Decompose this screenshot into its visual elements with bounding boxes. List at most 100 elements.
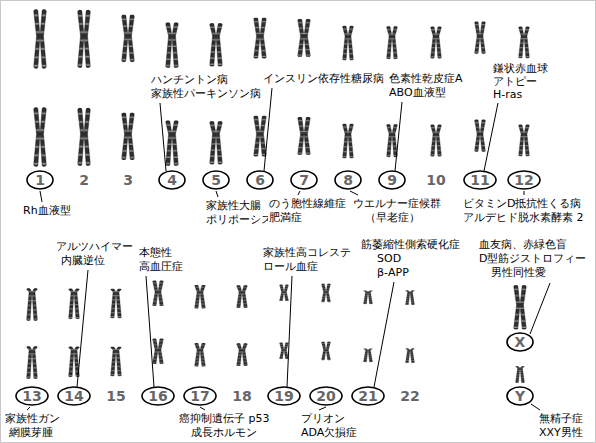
disease-label: D型筋ジストロフィー — [478, 252, 587, 266]
chromosome — [387, 26, 398, 59]
disease-label: （早老症） — [364, 211, 421, 225]
chromosome — [122, 113, 135, 160]
chromosome-number-circle: 8 — [334, 170, 362, 190]
chromosome-number: 12 — [514, 172, 533, 188]
chromosome-number: 2 — [79, 172, 89, 188]
leader-line — [216, 191, 218, 197]
circle-outline-shape — [507, 387, 533, 405]
disease-label: ビタミンD抵抗性くる病 — [462, 197, 582, 211]
chromosome-number: 17 — [190, 388, 209, 404]
circle-outline-shape — [268, 387, 300, 405]
leader-line — [531, 404, 540, 410]
leader-line — [264, 88, 272, 171]
chromosome-number-circle: 16 — [141, 386, 175, 406]
chromosome — [431, 125, 442, 157]
leader-line — [200, 407, 205, 410]
disease-label: インスリン依存性糖尿病 — [262, 72, 385, 86]
chromosome — [78, 108, 91, 166]
disease-label: 無精子症 — [538, 412, 584, 426]
disease-label: 男性同性愛 — [490, 266, 547, 280]
chromosome-row — [34, 10, 530, 69]
chromosome — [254, 18, 267, 59]
leader-line — [287, 276, 292, 387]
leader-line — [484, 103, 498, 171]
chromosome-number-circle: 21 — [351, 386, 385, 406]
chromosome — [280, 284, 289, 301]
chromosome-number: 13 — [22, 388, 41, 404]
chromosome-number-circle: 4 — [158, 170, 186, 190]
disease-label: ハンチントン病 — [150, 73, 229, 87]
circle-outline-shape — [142, 387, 174, 405]
gene-label: アルデヒド脱水素酵素 2 — [462, 211, 585, 225]
chromosome-number-circle: 11 — [463, 170, 497, 190]
leader-line — [374, 282, 394, 387]
chromosome-number: 4 — [167, 172, 177, 188]
circle-outline-shape — [27, 171, 53, 189]
chromosome-number: 15 — [106, 388, 125, 404]
leader-line — [298, 191, 300, 195]
disease-label: ADA欠損症 — [300, 426, 358, 440]
chromosome — [78, 10, 91, 68]
chromosome — [111, 347, 122, 376]
chromosome-number-circle: 7 — [290, 170, 318, 190]
chromosome-number-circle: X — [506, 332, 534, 352]
gene-label: 癌抑制遺伝子 p53 — [178, 412, 270, 426]
leader-line — [27, 407, 30, 410]
disease-label: 家族性大腸 ポリポーシス — [205, 199, 273, 227]
gene-label: H-ras — [492, 88, 523, 102]
chromosome-number: 1 — [35, 172, 45, 188]
gene-label: 成長ホルモン — [190, 426, 258, 440]
leader-line — [160, 103, 166, 171]
chromosome — [195, 343, 206, 367]
chromosome-row — [34, 108, 530, 167]
chromosome — [406, 348, 415, 363]
chromosome-number-circle: 6 — [246, 170, 274, 190]
chromosome — [195, 285, 206, 309]
gene-label: SOD — [376, 252, 402, 266]
chromosome — [166, 121, 179, 166]
chromosome — [210, 121, 223, 164]
chromosome — [34, 108, 47, 167]
circle-outline-shape — [507, 333, 533, 351]
chromosome-number-circle: 5 — [202, 170, 230, 190]
chromosome — [254, 116, 267, 157]
chromosome — [69, 347, 80, 377]
chromosome-number: 14 — [64, 388, 83, 404]
leader-line — [146, 276, 154, 387]
chromosome-number: 21 — [358, 388, 377, 404]
chromosome — [166, 23, 179, 68]
circle-outline-shape — [247, 171, 273, 189]
chromosome-number-circle: 14 — [57, 386, 91, 406]
circle-outline-shape — [159, 171, 185, 189]
disease-label: Rh血液型 — [22, 204, 72, 218]
disease-label: 筋萎縮性側索硬化症 — [360, 238, 461, 252]
chromosome — [322, 342, 331, 361]
chromosome — [364, 348, 373, 362]
chromosome — [387, 124, 398, 157]
circle-outline-shape — [184, 387, 216, 405]
leader-line — [77, 270, 88, 387]
chromosome — [153, 281, 164, 307]
chromosome — [322, 284, 331, 303]
chromosome — [280, 342, 289, 359]
circle-outline-shape — [352, 387, 384, 405]
disease-label: 血友病、赤緑色盲 — [478, 238, 568, 252]
leader-line — [319, 407, 326, 410]
chromosome — [406, 290, 415, 305]
chromosome-number-circle: 9 — [378, 170, 406, 190]
disease-label: 家族性高コレステ ロール血症 — [262, 246, 352, 274]
chromosome — [516, 366, 525, 383]
chromosome — [298, 117, 311, 155]
circle-outline-shape — [203, 171, 229, 189]
leader-line — [530, 283, 550, 334]
chromosome — [27, 346, 38, 378]
chromosome — [122, 15, 135, 62]
chromosome-number-circle: 17 — [183, 386, 217, 406]
leader-line — [524, 191, 525, 195]
circle-outline-shape — [310, 387, 342, 405]
circle-outline-shape — [508, 171, 540, 189]
chromosome — [298, 19, 311, 57]
chromosome-number: X — [515, 334, 526, 350]
chromosome-number: 7 — [299, 172, 309, 188]
